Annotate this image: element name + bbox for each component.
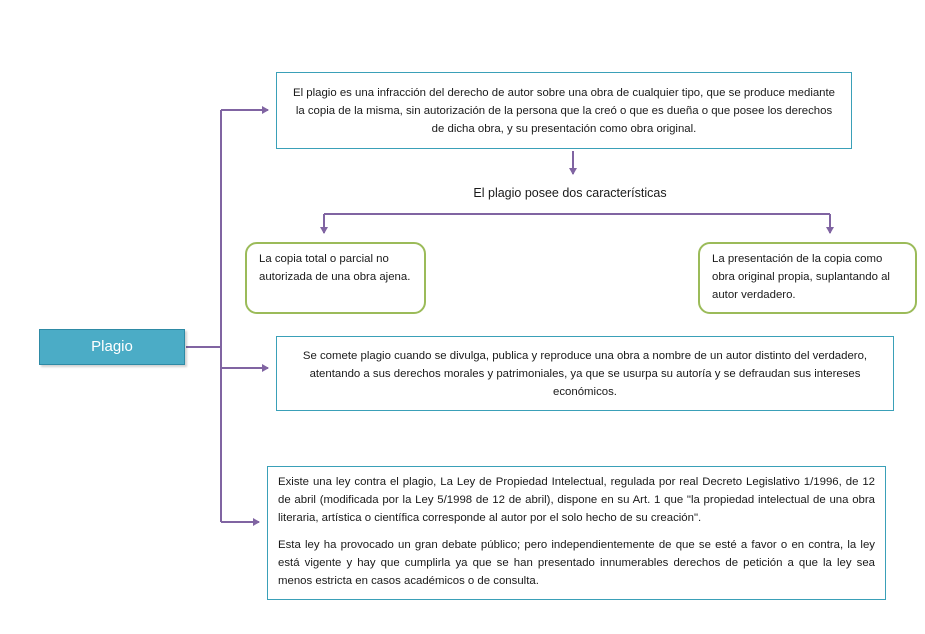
- law-paragraph: Esta ley ha provocado un gran debate púb…: [278, 539, 875, 587]
- when-plagiarism-box: Se comete plagio cuando se divulga, publ…: [276, 336, 894, 411]
- characteristic-unauthorized-copy: La copia total o parcial no autorizada d…: [245, 242, 426, 314]
- definition-text: El plagio es una infracción del derecho …: [292, 86, 836, 135]
- law-paragraph: Existe una ley contra el plagio, La Ley …: [278, 476, 875, 524]
- root-node-label: Plagio: [91, 338, 133, 355]
- law-box: Existe una ley contra el plagio, La Ley …: [267, 466, 886, 600]
- root-branch-connector: [186, 110, 222, 522]
- characteristic-text: La copia total o parcial no autorizada d…: [259, 253, 411, 283]
- when-plagiarism-text: Se comete plagio cuando se divulga, publ…: [302, 349, 868, 398]
- root-node-plagio: Plagio: [39, 329, 185, 365]
- definition-box: El plagio es una infracción del derecho …: [276, 72, 852, 149]
- characteristic-presentation-as-original: La presentación de la copia como obra or…: [698, 242, 917, 314]
- characteristic-text: La presentación de la copia como obra or…: [712, 253, 890, 301]
- characteristics-heading: El plagio posee dos características: [473, 186, 667, 200]
